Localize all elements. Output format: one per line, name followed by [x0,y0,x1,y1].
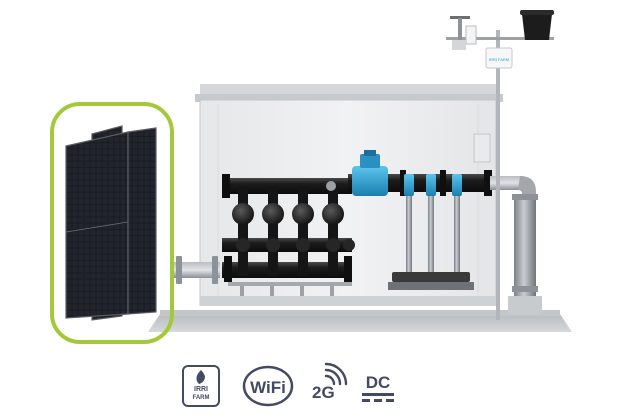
filter-balls [232,203,344,225]
solar-highlight-outline [50,102,174,344]
dc-label: DC [366,373,391,392]
logo-line1: IRRI [194,386,208,393]
leaf-icon [196,370,205,384]
weather-station: IRRI FARM [446,10,554,320]
filter-columns [238,186,338,276]
logo-line2: FARM [193,395,210,401]
dc-badge: DC [362,373,394,402]
wifi-badge: WiFi [242,365,294,407]
station-label: IRRI FARM [489,57,509,62]
dc-solid-line [362,393,394,396]
water-meter [352,150,388,196]
network-badge: 2G [312,362,348,402]
outlet-pipe [490,176,542,314]
wind-vane [450,16,477,50]
filter-manifold [222,174,355,296]
solar-panels [50,102,174,344]
manifold-valves [236,238,355,252]
zone-valves [388,174,474,290]
rain-gauge [520,10,554,40]
ground-slab [148,310,572,332]
manifold-feet [240,286,334,296]
signal-icon [324,362,348,386]
dc-dashed-line [362,399,394,402]
wifi-label: WiFi [250,378,286,397]
station-box [485,47,513,69]
feature-badges: IRRI FARM WiFi 2G DC [182,362,394,407]
network-label: 2G [312,383,335,402]
inlet-pipe [172,256,220,284]
irrifarm-logo: IRRI FARM [182,365,220,407]
